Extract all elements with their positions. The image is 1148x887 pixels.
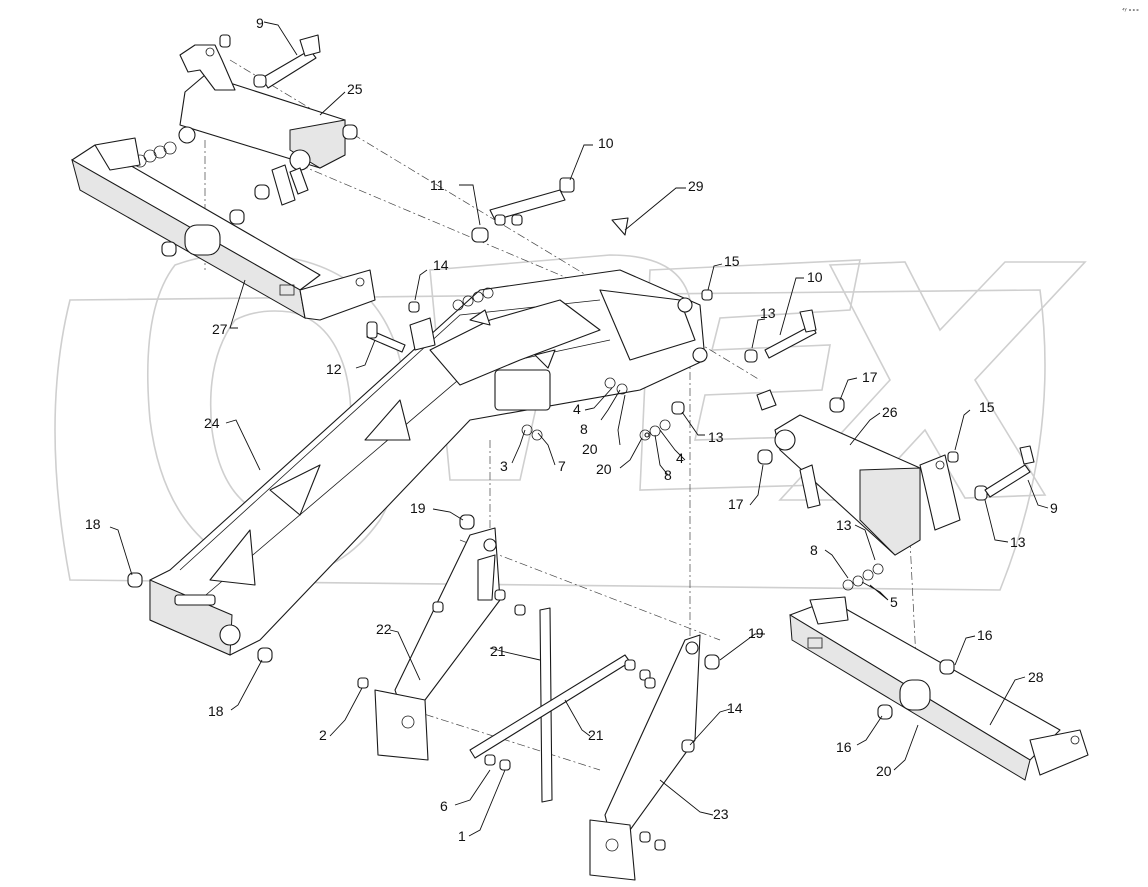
callout-8: 8 <box>810 542 818 558</box>
callout-17: 17 <box>728 496 744 512</box>
part-25-upper-link <box>178 44 346 206</box>
callout-12: 12 <box>326 361 342 377</box>
part-21-struts <box>469 607 656 803</box>
callout-25: 25 <box>347 81 363 97</box>
center-small-parts <box>366 177 817 441</box>
callout-28: 28 <box>1028 669 1044 685</box>
callout-8: 8 <box>580 421 588 437</box>
callout-6: 6 <box>440 798 448 814</box>
assembly-centerlines <box>204 59 919 771</box>
callout-13: 13 <box>836 517 852 533</box>
callout-15: 15 <box>724 253 740 269</box>
callout-13: 13 <box>1010 534 1026 550</box>
callout-26: 26 <box>882 404 898 420</box>
callout-7: 7 <box>558 458 566 474</box>
callout-5: 5 <box>890 594 898 610</box>
callout-13: 13 <box>760 305 776 321</box>
callout-19: 19 <box>410 500 426 516</box>
callout-13: 13 <box>708 429 724 445</box>
part-22-left-leg <box>357 514 526 771</box>
callout-29: 29 <box>688 178 704 194</box>
callout-10: 10 <box>598 135 614 151</box>
callout-18: 18 <box>208 703 224 719</box>
callout-23: 23 <box>713 806 729 822</box>
callout-16: 16 <box>977 627 993 643</box>
callout-24: 24 <box>204 415 220 431</box>
leader-lines <box>109 21 1049 837</box>
callout-21: 21 <box>490 643 506 659</box>
part-27-left-crossbeam <box>71 137 376 321</box>
part-28-right-crossbeam <box>789 596 1089 781</box>
callout-1: 1 <box>458 828 466 844</box>
part-24-main-frame <box>149 269 708 656</box>
callout-20: 20 <box>582 441 598 457</box>
upper-left-small-parts <box>133 34 358 200</box>
callout-17: 17 <box>862 369 878 385</box>
callout-15: 15 <box>979 399 995 415</box>
callout-19: 19 <box>748 625 764 641</box>
callout-9: 9 <box>1050 500 1058 516</box>
part-26-right-link <box>757 397 1035 591</box>
callout-14: 14 <box>433 257 449 273</box>
callout-10: 10 <box>807 269 823 285</box>
callout-4: 4 <box>676 450 684 466</box>
callout-3: 3 <box>500 458 508 474</box>
callout-18: 18 <box>85 516 101 532</box>
callout-11: 11 <box>430 177 445 193</box>
callout-2: 2 <box>319 727 327 743</box>
callout-21: 21 <box>588 727 604 743</box>
callout-14: 14 <box>727 700 743 716</box>
callout-22: 22 <box>376 621 392 637</box>
callout-4: 4 <box>573 401 581 417</box>
callout-16: 16 <box>836 739 852 755</box>
part-18-bushings <box>127 572 273 663</box>
callout-20: 20 <box>596 461 612 477</box>
part-23-right-leg <box>589 634 720 881</box>
watermark-opex <box>54 252 1087 591</box>
callout-labels: 9 25 10 11 29 14 15 10 27 12 13 17 24 4 … <box>85 15 1058 844</box>
callout-20: 20 <box>876 763 892 779</box>
callout-9: 9 <box>256 15 264 31</box>
callout-8: 8 <box>664 467 672 483</box>
corner-mark: ⁴ʸ ∘∘∘ <box>1122 7 1139 14</box>
callout-27: 27 <box>212 321 228 337</box>
